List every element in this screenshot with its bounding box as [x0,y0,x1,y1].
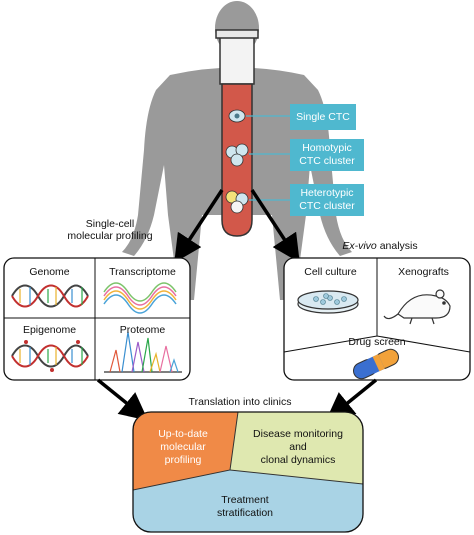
profiling-heading: Single-cell molecular profiling [67,218,153,242]
clinic-panel [133,412,363,532]
xenografts-label: Xenografts [398,266,449,278]
arrow-profiling-to-clinic [96,378,149,421]
arrow-to-profiling [174,189,224,263]
molecular-profiling-label: Up-to-date molecular profiling [158,428,208,466]
transcriptome-label: Transcriptome [109,266,176,278]
treatment-stratification-label: Treatment stratification [216,494,274,519]
ctc-connectors [246,115,290,201]
rna-strands-icon [103,282,177,314]
cell-culture-label: Cell culture [304,266,357,278]
drug-screen-label: Drug screen [348,336,406,348]
capsule-icon [352,348,400,380]
exvivo-heading: Ex-vivo analysis [342,240,418,252]
methylation-marks [24,340,80,372]
test-tube-icon [215,29,259,237]
genome-label: Genome [29,266,70,278]
homotypic-cluster-label: Homotypic CTC cluster [290,139,364,171]
dna-helix-icon [11,284,89,368]
profiling-panel [3,257,191,381]
single-ctc-label: Single CTC [290,104,356,130]
exvivo-panel [283,257,471,381]
petri-dish-icon [297,290,359,314]
dna-rungs [19,287,83,365]
arrow-to-exvivo [250,189,300,263]
mass-spectrum-icon [104,331,182,373]
disease-monitoring-label: Disease monitoring and clonal dynamics [253,428,343,466]
arrow-exvivo-to-clinic [325,378,378,421]
mouse-icon [383,289,451,325]
clinic-heading: Translation into clinics [188,396,292,408]
epigenome-label: Epigenome [22,324,77,336]
heterotypic-cluster-label: Heterotypic CTC cluster [290,184,364,216]
proteome-label: Proteome [119,324,166,336]
